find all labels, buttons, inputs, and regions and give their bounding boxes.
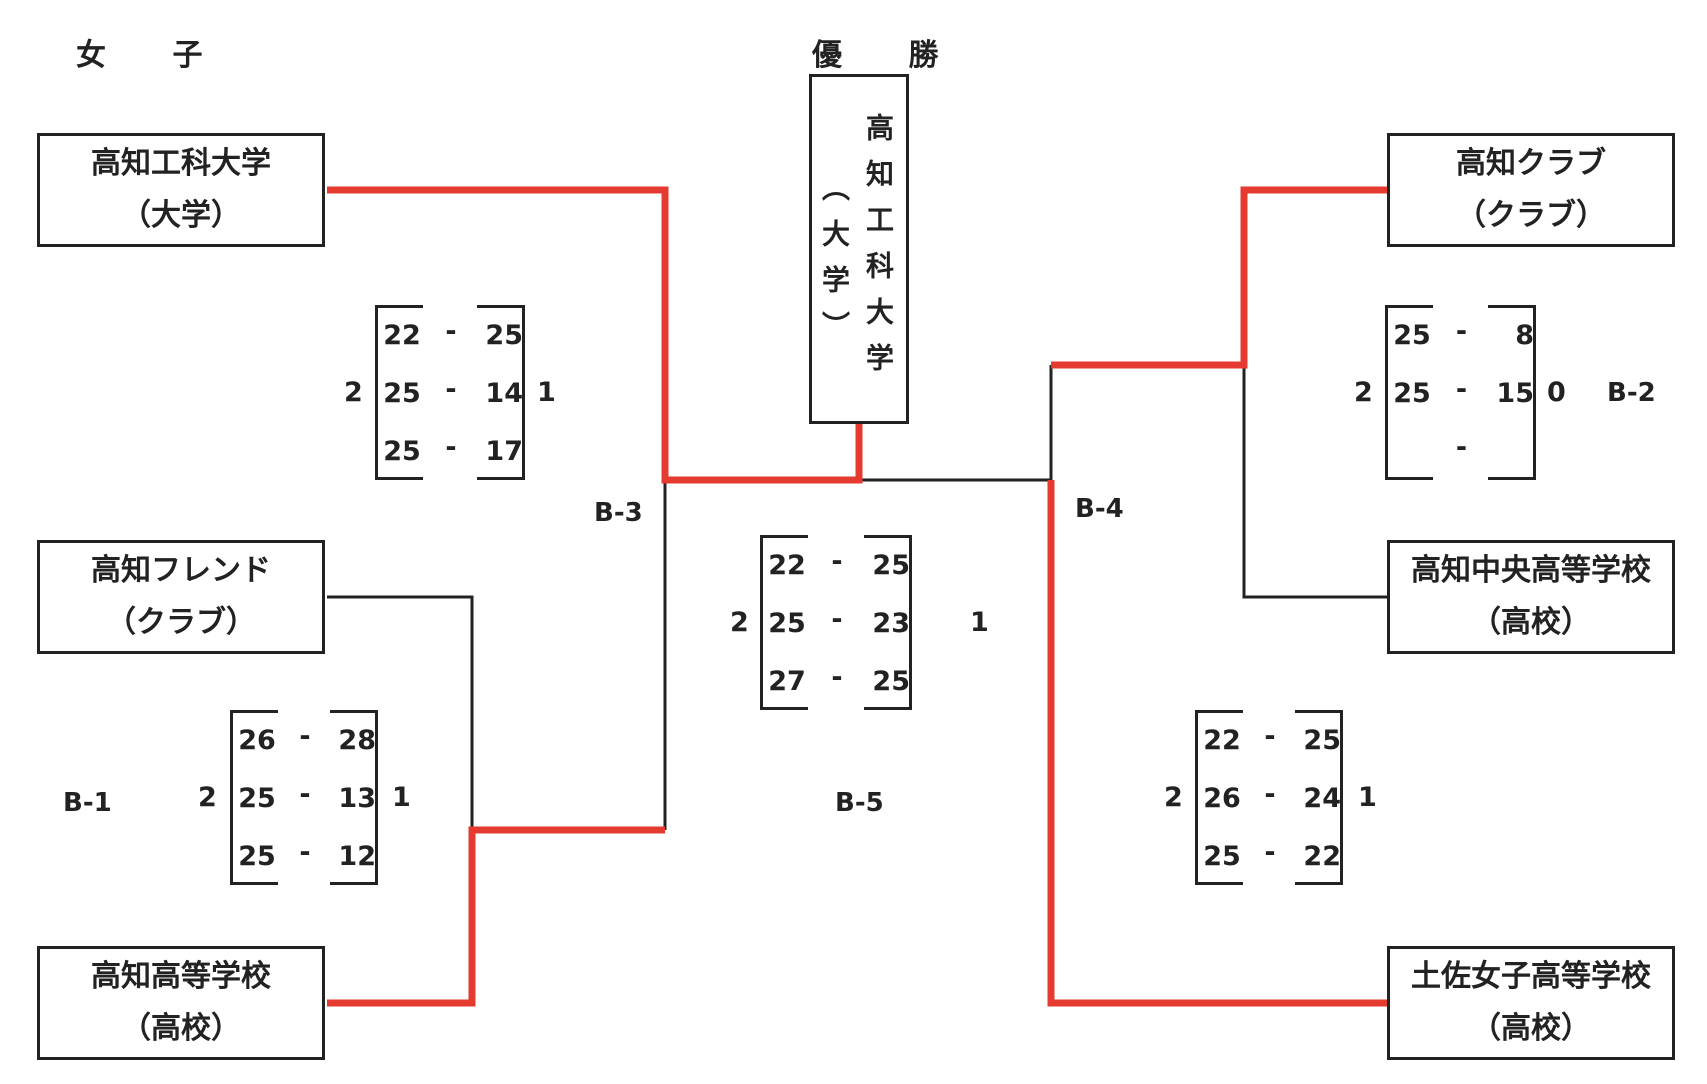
game-score-left: 25 <box>238 783 276 814</box>
team-affiliation: （クラブ） <box>106 605 256 640</box>
score-bracket-left <box>760 535 808 710</box>
champion-affiliation: （大学） <box>818 173 851 357</box>
score-bracket-right <box>1295 710 1343 885</box>
score-bracket-right <box>864 535 912 710</box>
game-score-right: 24 <box>1303 783 1341 814</box>
game-score-separator: - <box>1264 721 1276 752</box>
category-title: 女 子 <box>76 38 231 73</box>
sets-won-left: 2 <box>1354 377 1373 408</box>
game-score-right: 14 <box>485 378 523 409</box>
sets-won-left: 2 <box>1164 782 1183 813</box>
game-score-right: 12 <box>338 841 376 872</box>
score-bracket-right <box>1488 305 1536 480</box>
game-score-left: 22 <box>1203 725 1241 756</box>
team-affiliation: （クラブ） <box>1456 198 1606 233</box>
team-box-mr: 高知中央高等学校 （高校） <box>1387 540 1675 654</box>
game-score-right: 25 <box>872 550 910 581</box>
sets-won-right: 1 <box>1358 782 1377 813</box>
team-affiliation: （高校） <box>121 1011 241 1046</box>
game-score-right: 25 <box>485 320 523 351</box>
game-score-left: 27 <box>768 666 806 697</box>
match-label-b2: B-2 <box>1607 378 1656 408</box>
game-score-right: 17 <box>485 436 523 467</box>
team-box-bl: 高知高等学校 （高校） <box>37 946 325 1060</box>
game-score-separator: - <box>445 374 457 405</box>
champion-name: 高知工科大学 <box>862 113 895 389</box>
team-box-tr: 高知クラブ （クラブ） <box>1387 133 1675 247</box>
game-score-separator: - <box>831 604 843 635</box>
game-score-right: 22 <box>1303 841 1341 872</box>
sets-won-left: 2 <box>730 607 749 638</box>
game-score-separator: - <box>299 837 311 868</box>
game-score-right: 23 <box>872 608 910 639</box>
match-label-b4: B-4 <box>1075 494 1124 524</box>
game-score-left: 25 <box>383 378 421 409</box>
game-score-separator: - <box>445 432 457 463</box>
game-score-right: 25 <box>872 666 910 697</box>
score-bracket-left <box>230 710 278 885</box>
score-bracket-right <box>330 710 378 885</box>
game-score-left: 26 <box>238 725 276 756</box>
game-score-left: 25 <box>238 841 276 872</box>
game-score-separator: - <box>445 316 457 347</box>
game-score-separator: - <box>1455 316 1468 347</box>
team-affiliation: （大学） <box>121 198 241 233</box>
game-score-right: 8 <box>1515 320 1534 351</box>
score-bracket-left <box>1385 305 1433 480</box>
team-name: 高知クラブ <box>1456 146 1606 181</box>
bracket-line-br-winner <box>1047 480 1387 1007</box>
team-box-ml: 高知フレンド （クラブ） <box>37 540 325 654</box>
match-label-b5: B-5 <box>835 788 884 818</box>
game-score-left: 25 <box>1393 378 1431 409</box>
sets-won-left: 2 <box>344 377 363 408</box>
team-name: 高知高等学校 <box>91 959 271 994</box>
game-score-left: 25 <box>1393 320 1431 351</box>
game-score-right: 25 <box>1303 725 1341 756</box>
score-bracket-left <box>1195 710 1243 885</box>
game-score-separator: - <box>1264 837 1276 868</box>
sets-won-right: 1 <box>392 782 411 813</box>
score-bracket-right <box>477 305 525 480</box>
game-score-separator: - <box>831 546 843 577</box>
game-score-separator: - <box>1264 779 1276 810</box>
sets-won-left: 2 <box>198 782 217 813</box>
game-score-left: 22 <box>768 550 806 581</box>
game-score-separator: - <box>299 779 311 810</box>
bracket-line-bl-winner <box>327 826 665 1007</box>
sets-won-right: 1 <box>970 607 989 638</box>
champion-title: 優 勝 <box>812 38 967 73</box>
game-score-right: 28 <box>338 725 376 756</box>
game-score-left: 25 <box>383 436 421 467</box>
match-label-b3: B-3 <box>594 498 643 528</box>
game-score-right: 13 <box>338 783 376 814</box>
score-bracket-left <box>375 305 423 480</box>
game-score-left: 26 <box>1203 783 1241 814</box>
game-score-left: 25 <box>768 608 806 639</box>
team-name: 高知中央高等学校 <box>1411 553 1651 588</box>
team-box-tl: 高知工科大学 （大学） <box>37 133 325 247</box>
game-score-right: 15 <box>1496 378 1534 409</box>
sets-won-right: 0 <box>1547 377 1566 408</box>
team-name: 高知工科大学 <box>91 146 271 181</box>
bracket-line-mr <box>1242 365 1387 599</box>
team-box-br: 土佐女子高等学校 （高校） <box>1387 946 1675 1060</box>
team-name: 土佐女子高等学校 <box>1411 959 1651 994</box>
match-label-b1: B-1 <box>63 788 112 818</box>
game-score-separator: - <box>299 721 311 752</box>
game-score-separator: - <box>1455 432 1468 463</box>
team-affiliation: （高校） <box>1471 1011 1591 1046</box>
bracket-line-tr-winner <box>1051 186 1387 369</box>
team-affiliation: （高校） <box>1471 605 1591 640</box>
champion-box: 高知工科大学 （大学） <box>809 74 909 424</box>
game-score-separator: - <box>1455 374 1468 405</box>
sets-won-right: 1 <box>537 377 556 408</box>
game-score-left: 25 <box>1203 841 1241 872</box>
bracket-line-ml <box>327 595 474 830</box>
team-name: 高知フレンド <box>91 553 271 588</box>
game-score-left: 22 <box>383 320 421 351</box>
game-score-separator: - <box>831 662 843 693</box>
bracket-line-tl-winner <box>327 186 863 484</box>
